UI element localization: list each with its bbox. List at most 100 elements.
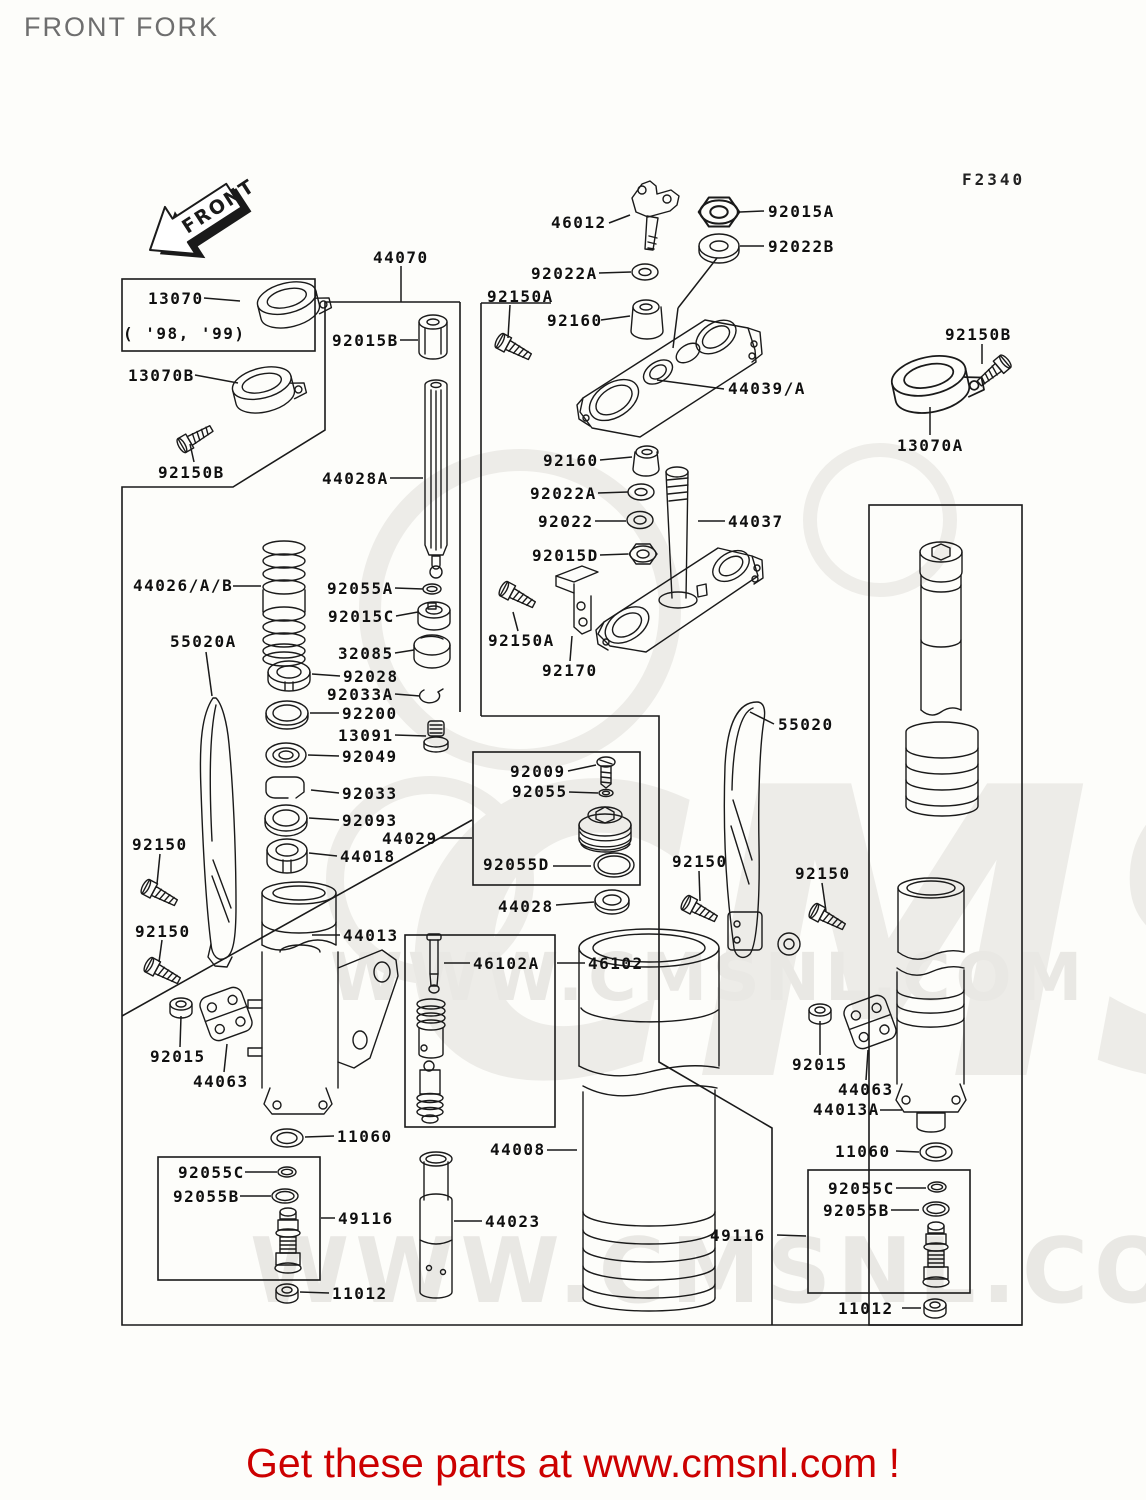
part-drawing-92055-oring [598,788,614,798]
part-label-92015[interactable]: 92015 [150,1047,206,1066]
part-label-13070[interactable]: 13070 [148,289,204,308]
part-label-92170[interactable]: 92170 [542,661,598,680]
part-label-44029[interactable]: 44029 [382,829,438,848]
part-label-44008[interactable]: 44008 [490,1140,546,1159]
part-label-92009[interactable]: 92009 [510,762,566,781]
footer-caption-link[interactable]: Get these parts at www.cmsnl.com ! [246,1440,900,1486]
part-drawing-92150a-bolt-2 [496,579,539,613]
part-label-13070a[interactable]: 13070A [897,436,964,455]
callout-line [308,817,340,821]
part-label-92015a[interactable]: 92015A [768,202,835,221]
part-label-92033[interactable]: 92033 [342,784,398,803]
part-label-46102[interactable]: 46102 [588,954,644,973]
part-label-55020a[interactable]: 55020A [170,632,237,651]
part-label-92150b[interactable]: 92150B [945,325,1012,344]
part-drawing-92150b-bolt-right [973,352,1014,391]
part-label-49116[interactable]: 49116 [338,1209,394,1228]
part-drawing-44028-seat [594,889,630,915]
part-label-44013a[interactable]: 44013A [813,1100,880,1119]
part-drawing-46102a-rod [426,933,442,994]
part-drawing-44063-holder-left [196,984,256,1044]
part-label-11012[interactable]: 11012 [838,1299,894,1318]
part-label-44037[interactable]: 44037 [728,512,784,531]
part-label-92022b[interactable]: 92022B [768,237,835,256]
part-label-44028a[interactable]: 44028A [322,469,389,488]
part-label-55020[interactable]: 55020 [778,715,834,734]
part-drawing-92160-damper [630,299,664,340]
part-label-11012[interactable]: 11012 [332,1284,388,1303]
part-label-92150[interactable]: 92150 [132,835,188,854]
part-label-44018[interactable]: 44018 [340,847,396,866]
part-label-92093[interactable]: 92093 [342,811,398,830]
part-drawing-46102-piston [416,998,446,1124]
part-drawing-92033-ring [265,776,305,799]
part-label-92150[interactable]: 92150 [135,922,191,941]
part-label-92150a[interactable]: 92150A [487,287,554,306]
part-label-92160[interactable]: 92160 [543,451,599,470]
part-label-92022[interactable]: 92022 [538,512,594,531]
part-label-44063[interactable]: 44063 [193,1072,249,1091]
part-drawing-92200-washer [265,700,309,730]
callout-line [304,1135,335,1138]
callout-line [507,304,511,339]
part-label-13091[interactable]: 13091 [338,726,394,745]
part-label-92022a[interactable]: 92022A [531,264,598,283]
part-label-92015[interactable]: 92015 [792,1055,848,1074]
part-label-92033a[interactable]: 92033A [327,685,394,704]
callout-line [749,711,775,725]
part-label-92049[interactable]: 92049 [342,747,398,766]
part-label-44023[interactable]: 44023 [485,1212,541,1231]
part-drawing-92055c-oring-right [927,1181,947,1193]
part-drawing-92022b-washer [698,233,740,264]
part-label-46012[interactable]: 46012 [551,213,607,232]
callout-line [598,271,632,274]
callout-lines [156,210,983,1309]
part-label-92160[interactable]: 92160 [547,311,603,330]
part-label-13070b[interactable]: 13070B [128,366,195,385]
part-label-46102a[interactable]: 46102A [473,954,540,973]
part-label-92055b[interactable]: 92055B [823,1201,890,1220]
part-label-44026-a-b[interactable]: 44026/A/B [133,576,234,595]
part-label-92055c[interactable]: 92055C [828,1179,895,1198]
callout-line [308,852,338,857]
part-label-92055d[interactable]: 92055D [483,855,550,874]
part-label-92055c[interactable]: 92055C [178,1163,245,1182]
callout-line [599,456,633,461]
part-label-92150b[interactable]: 92150B [158,463,225,482]
part-label-92150a[interactable]: 92150A [488,631,555,650]
callout-line [608,214,631,224]
part-label-92200[interactable]: 92200 [342,704,398,723]
part-label-44028[interactable]: 44028 [498,897,554,916]
part-label-44070[interactable]: 44070 [373,248,429,267]
part-label-92022a[interactable]: 92022A [530,484,597,503]
part-label-11060[interactable]: 11060 [337,1127,393,1146]
part-label-44039-a[interactable]: 44039/A [728,379,806,398]
part-label-44063[interactable]: 44063 [838,1080,894,1099]
part-drawing-92022-washer [626,510,654,530]
part-drawing-92022a-washer [631,263,659,281]
callout-line [223,1043,228,1073]
part-drawing-92015-nut-left [169,997,193,1019]
part-drawing-13070a-clamp [887,346,988,421]
part-label-92015d[interactable]: 92015D [532,546,599,565]
callout-line [179,1015,182,1048]
part-label-92028[interactable]: 92028 [343,667,399,686]
part-drawing-92093-seal [264,804,308,837]
part-drawing-92055a-oring [422,583,442,595]
part-label-92015c[interactable]: 92015C [328,607,395,626]
part-label-32085[interactable]: 32085 [338,644,394,663]
callout-line [597,491,629,494]
part-label-98-99[interactable]: ( '98, '99) [123,324,246,343]
callout-line [672,307,679,349]
part-label-92150[interactable]: 92150 [795,864,851,883]
part-label-92015b[interactable]: 92015B [332,331,399,350]
part-label-92055b[interactable]: 92055B [173,1187,240,1206]
part-drawing-11060-gasket-right [919,1142,953,1162]
part-label-92055[interactable]: 92055 [512,782,568,801]
part-label-49116[interactable]: 49116 [710,1226,766,1245]
part-label-44013[interactable]: 44013 [343,926,399,945]
part-label-92150[interactable]: 92150 [672,852,728,871]
part-label-92055a[interactable]: 92055A [327,579,394,598]
part-label-11060[interactable]: 11060 [835,1142,891,1161]
